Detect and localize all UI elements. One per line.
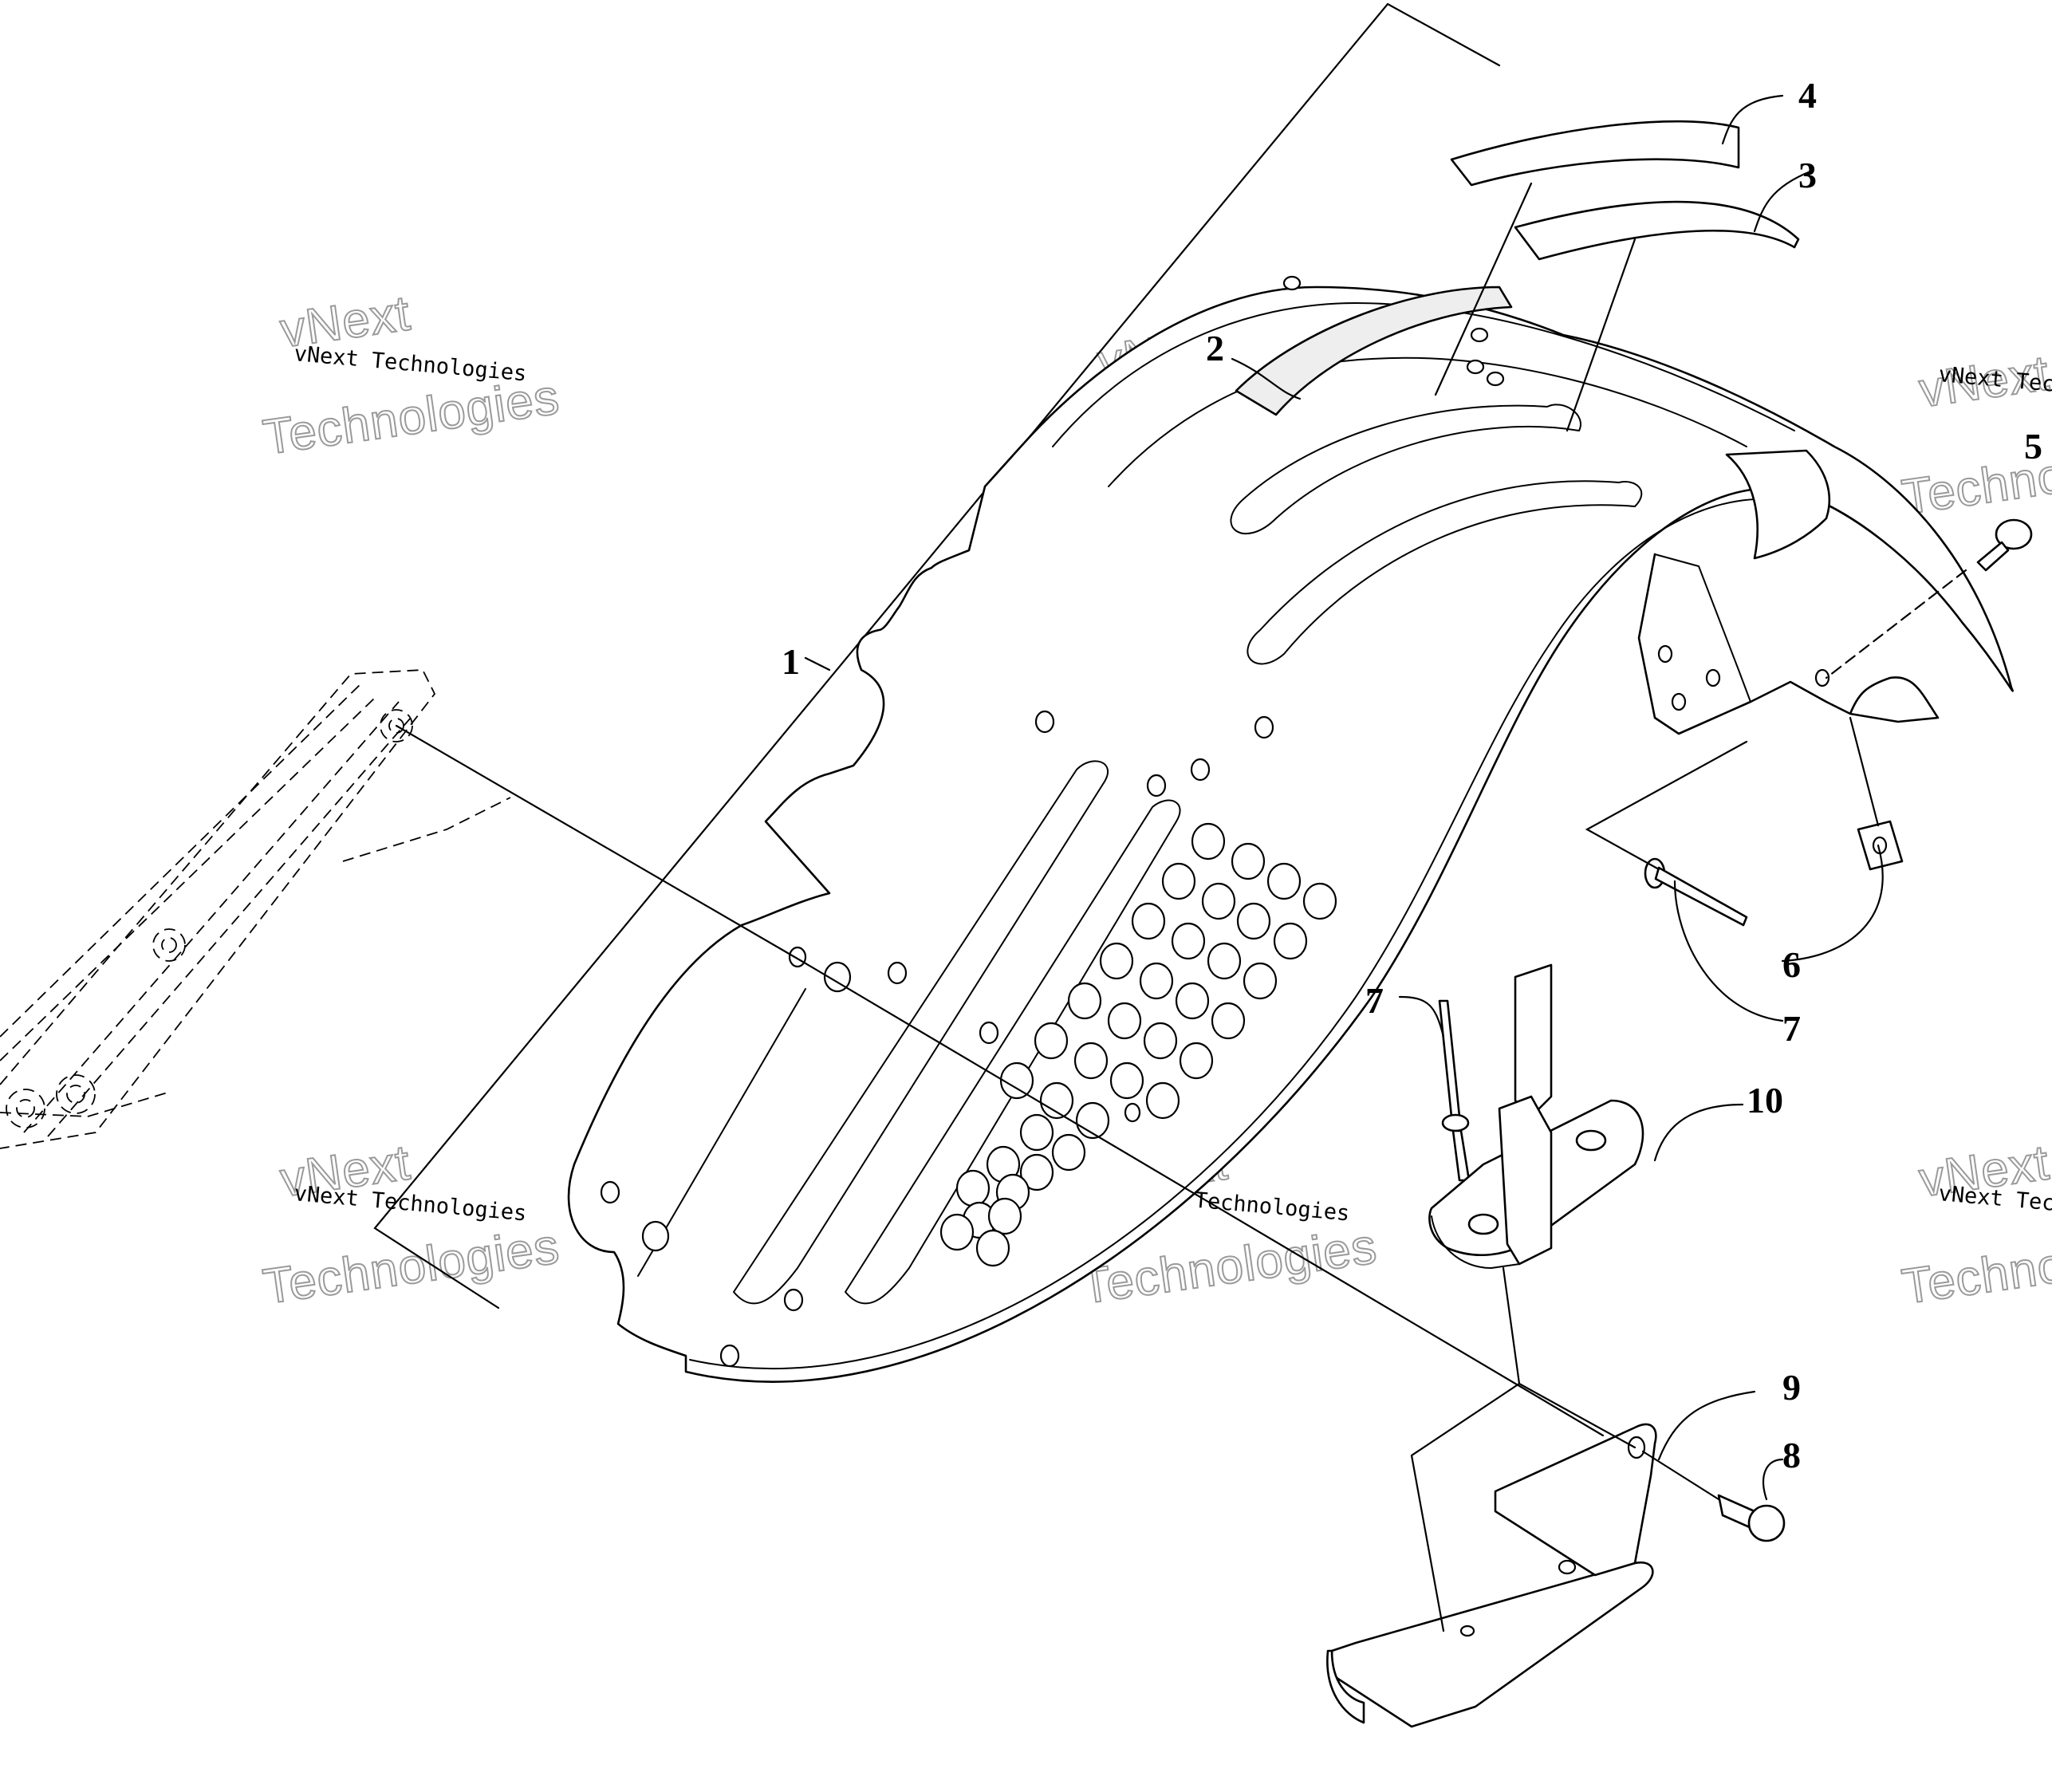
- fender-vent-holes: [939, 822, 1337, 1267]
- callout-labels: 1 2 3 4 5 6 7 7 8 9 10: [782, 75, 2042, 1475]
- callout-2: 2: [1206, 328, 1224, 368]
- callout-1: 1: [782, 641, 800, 682]
- rivet-part-7-right: [1644, 857, 1748, 927]
- frame-rail-ghost: [0, 669, 511, 1149]
- rivet-part-7-left: [1438, 999, 1471, 1182]
- callout-3: 3: [1798, 155, 1817, 195]
- screw-part-5: [1976, 518, 2033, 572]
- bolt-part-8: [1717, 1494, 1786, 1542]
- stripe-decal-upper: [1450, 120, 1740, 187]
- rear-fender: [567, 275, 2014, 1383]
- fender-flap-bracket: [1637, 553, 1940, 735]
- callout-7-right: 7: [1782, 1008, 1801, 1049]
- speed-nut-part-6: [1857, 820, 1904, 871]
- callout-10: 10: [1747, 1080, 1783, 1120]
- callout-4: 4: [1798, 75, 1817, 116]
- mount-bracket-part-9: [1326, 1423, 1657, 1728]
- assembly-bracket-lines: [373, 2, 1501, 1310]
- reflector-decal: [1235, 286, 1513, 416]
- leader-lines: [395, 94, 1967, 1632]
- watermark-right-bottom: vNext Technologies: [1898, 1134, 2052, 1315]
- callout-9: 9: [1782, 1367, 1801, 1408]
- svg-text:Technologies: Technologies: [260, 1219, 563, 1314]
- license-bracket-part-10: [1428, 963, 1644, 1269]
- svg-text:Technologies: Technologies: [1899, 1219, 2052, 1314]
- callout-6: 6: [1782, 944, 1801, 985]
- watermark-text-left-top: vNext Technologies: [293, 341, 527, 386]
- callout-7-left: 7: [1365, 980, 1384, 1021]
- callout-5: 5: [2024, 426, 2042, 467]
- callout-8: 8: [1782, 1435, 1801, 1475]
- stripe-decal-lower: [1514, 200, 1800, 261]
